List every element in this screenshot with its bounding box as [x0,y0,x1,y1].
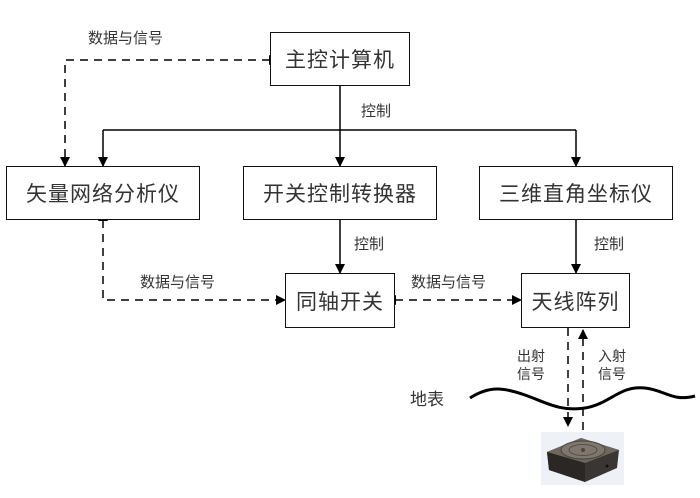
label-data-signal-right: 数据与信号 [411,273,487,291]
buried-target-icon [547,438,619,482]
node-coordinate-instrument: 三维直角坐标仪 [479,166,673,220]
label-control-switch: 控制 [354,235,385,253]
edge-main-vna-data [60,55,279,167]
label-data-signal-top: 数据与信号 [88,29,164,47]
node-main-computer-label: 主控计算机 [285,48,395,72]
label-control-antenna: 控制 [594,235,625,253]
node-vna: 矢量网络分析仪 [6,166,200,220]
buried-target-photo [541,432,624,485]
node-switch-controller-label: 开关控制转换器 [263,182,417,206]
node-coordinate-instrument-label: 三维直角坐标仪 [499,182,653,206]
label-ground-surface: 地表 [410,390,444,410]
label-incoming-signal: 入射 信号 [598,349,626,383]
node-antenna-array: 天线阵列 [521,273,630,328]
node-switch-controller: 开关控制转换器 [243,166,437,220]
node-coax-switch: 同轴开关 [285,273,395,328]
label-outgoing-signal: 出射 信号 [517,349,545,383]
ground-surface-line [469,386,696,411]
node-antenna-array-label: 天线阵列 [531,289,620,314]
node-main-computer: 主控计算机 [270,32,410,86]
node-vna-label: 矢量网络分析仪 [26,182,180,206]
edge-vna-coax-data [98,211,286,305]
node-coax-switch-label: 同轴开关 [296,289,384,314]
label-control-main: 控制 [361,102,392,120]
label-data-signal-left: 数据与信号 [140,273,216,291]
